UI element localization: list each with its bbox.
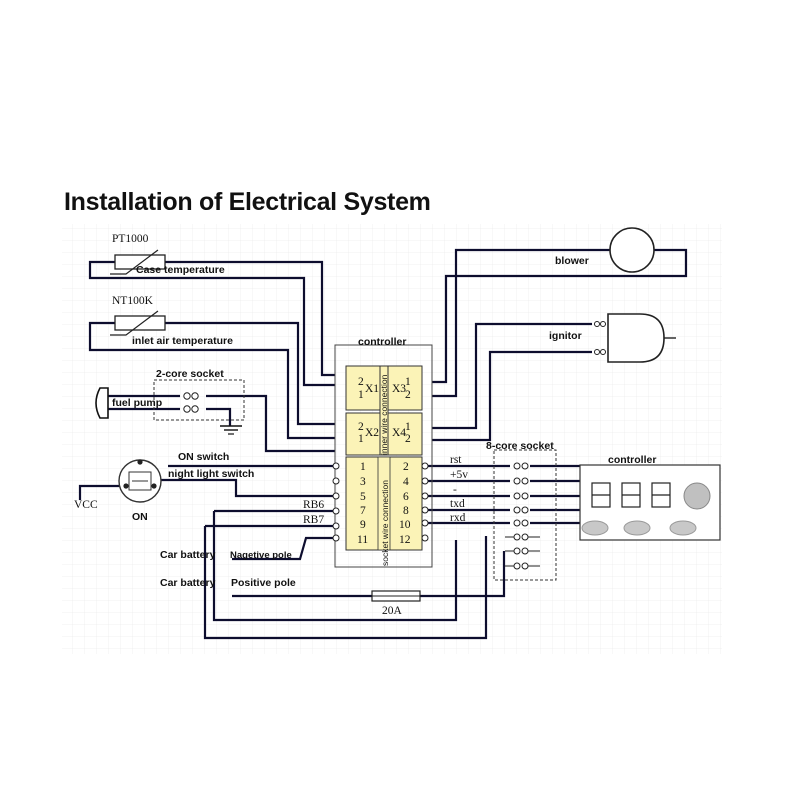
relay-pin: 2 (405, 433, 411, 445)
on-label: ON (132, 511, 148, 523)
two-core-socket-box (153, 379, 245, 421)
socket-pin: 6 (403, 491, 409, 503)
eight-core-socket-box (493, 449, 557, 581)
controller-block-title: controller (358, 336, 406, 348)
relay-pin: 1 (405, 376, 411, 388)
relay-pin: 1 (405, 421, 411, 433)
relay-label-x2: X2 (365, 427, 379, 439)
relay-x2 (345, 412, 381, 456)
car-battery-negative-prefix: Car battery (160, 549, 216, 561)
relay-pin: 2 (405, 389, 411, 401)
socket-pin: 2 (403, 461, 409, 473)
blower-label: blower (555, 255, 589, 267)
socket-pin: 3 (360, 476, 366, 488)
socket-connection-bar (377, 456, 391, 551)
fuel-pump-icon (95, 387, 109, 419)
signal-txd: txd (450, 498, 465, 510)
inner-wire-connection-label: inner wire connection (379, 374, 389, 455)
rb7-label: RB7 (303, 514, 324, 526)
socket-pin: 12 (399, 534, 411, 546)
relay-pin: 1 (358, 433, 364, 445)
inner-connection-bar (379, 365, 389, 456)
relay-x3 (387, 365, 423, 411)
diagram-title: Installation of Electrical System (64, 188, 431, 216)
socket-pin: 5 (360, 491, 366, 503)
signal-rst: rst (450, 454, 462, 466)
relay-label-x4: X4 (392, 427, 406, 439)
controller-knob-icon (683, 482, 711, 510)
relay-x4 (387, 412, 423, 456)
fuse-label: 20A (382, 605, 403, 617)
controller-button-icons (581, 520, 697, 536)
eight-core-connector-icon (513, 462, 529, 570)
ignitor-icon (594, 313, 676, 363)
signal-rxd: rxd (450, 512, 466, 524)
signal-minus: - (453, 484, 457, 496)
controller-panel-title: controller (608, 454, 656, 466)
relay-label-x3: X3 (392, 383, 406, 395)
two-core-socket-label: 2-core socket (156, 368, 224, 380)
relay-pin: 1 (358, 389, 364, 401)
pin-connection-dots (332, 462, 429, 542)
eight-core-lead-lines (505, 536, 540, 567)
pt1000-thermistor (110, 249, 166, 275)
on-switch-icon (118, 459, 162, 503)
ground-icon (220, 425, 242, 435)
socket-pin: 10 (399, 519, 411, 531)
pt1000-label: PT1000 (112, 233, 149, 245)
socket-pin: 11 (357, 534, 368, 546)
blower-icon (609, 227, 655, 273)
relay-label-x1: X1 (365, 383, 379, 395)
socket-pin: 4 (403, 476, 409, 488)
vcc-label: VCC (74, 499, 98, 511)
display-digit-icons (591, 482, 671, 508)
two-core-connector-icon (183, 392, 199, 413)
relay-pin: 2 (358, 421, 364, 433)
nt100k-thermistor (110, 310, 166, 336)
socket-pin: 9 (360, 519, 366, 531)
car-battery-positive-prefix: Car battery (160, 577, 216, 589)
relay-pin: 2 (358, 376, 364, 388)
case-temperature-label: Case temperature (136, 264, 225, 276)
socket-pin: 1 (360, 461, 366, 473)
socket-pin: 7 (360, 505, 366, 517)
controller-block-outline (334, 344, 433, 568)
car-battery-negative-pole: Nagetive pole (230, 550, 292, 561)
wires (78, 248, 688, 640)
eight-core-socket-label: 8-core socket (486, 440, 554, 452)
car-battery-positive-pole: Positive pole (231, 577, 296, 589)
inlet-air-temperature-label: inlet air temperature (132, 335, 233, 347)
socket-pin: 8 (403, 505, 409, 517)
signal-5v: +5v (450, 469, 468, 481)
on-switch-label: ON switch (178, 451, 229, 463)
fuse-icon (371, 590, 421, 602)
ignitor-label: ignitor (549, 330, 582, 342)
nt100k-label: NT100K (112, 295, 154, 307)
socket-wire-connection-label: socket wire connection (380, 480, 390, 566)
rb6-label: RB6 (303, 499, 324, 511)
night-light-switch-label: night light switch (168, 468, 254, 480)
fuel-pump-label: fuel pump (112, 397, 162, 409)
